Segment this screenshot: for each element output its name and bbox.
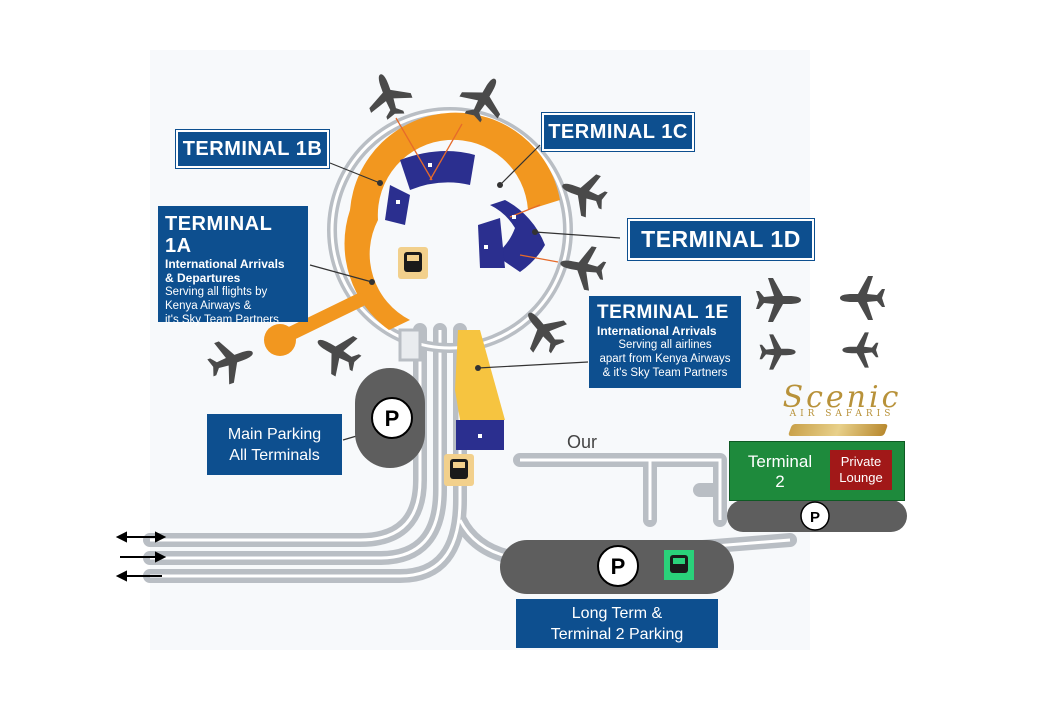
terminal-1a-title: TERMINAL 1A [165, 213, 272, 257]
private-lounge-badge: Private Lounge [830, 450, 892, 490]
long-term-parking-label: Long Term & Terminal 2 Parking [516, 599, 718, 648]
parking-icon [371, 397, 413, 439]
terminal-1d-label: TERMINAL 1D [628, 219, 814, 260]
terminal-1c-label: TERMINAL 1C [542, 113, 694, 151]
terminal-1b-label: TERMINAL 1B [176, 130, 329, 168]
gate-cluster-1b [400, 151, 475, 190]
parking-icon [800, 501, 830, 531]
brand-script: Scenic [782, 380, 902, 415]
terminal-1a-line2: & Departures [165, 271, 241, 285]
brand-sub: AIR SAFARIS [789, 409, 895, 419]
our-label: Our [567, 432, 598, 452]
parking-icon [597, 545, 639, 587]
terminal-1b-title: TERMINAL 1B [182, 137, 323, 160]
terminal-1e-title: TERMINAL 1E [597, 302, 729, 323]
terminal-2-label: Terminal 2 [738, 452, 822, 492]
main-parking-line2: All Terminals [229, 447, 320, 464]
scenic-air-safaris-logo: Scenic AIR SAFARIS [742, 380, 942, 420]
terminal-2-line1: Terminal [747, 452, 813, 471]
main-parking-line1: Main Parking [227, 426, 322, 443]
leader-lines [309, 144, 621, 441]
terminal-1d-building [490, 200, 545, 272]
terminal-1e-desc1: Serving all airlines [618, 339, 712, 351]
terminal-1a-desc1: Serving all flights by [165, 286, 268, 298]
long-term-parking-line2: Terminal 2 Parking [550, 626, 684, 643]
terminal-1e-line1: International Arrivals [597, 324, 717, 338]
long-term-parking-line1: Long Term & [571, 605, 663, 622]
main-parking-label: Main Parking All Terminals [207, 414, 342, 475]
terminal-2-line2: 2 [775, 472, 785, 491]
parking-symbol: P [385, 406, 400, 431]
arrow-icon [115, 531, 167, 582]
terminal-1d-title: TERMINAL 1D [641, 226, 801, 252]
brand-gold-stroke [787, 424, 889, 436]
terminal-1e-desc2: apart from Kenya Airways [599, 353, 731, 365]
parking-symbol: P [611, 554, 626, 579]
terminal-1e-building [455, 330, 505, 420]
terminal-1a-desc2: Kenya Airways & [165, 300, 252, 312]
lounge-line1: Private [840, 454, 882, 469]
parking-symbol: P [810, 509, 820, 526]
terminal-2-building: Terminal 2 Private Lounge [729, 441, 905, 501]
terminal-1a-walkway [281, 293, 367, 342]
terminal-1a-label: TERMINAL 1A International Arrivals & Dep… [158, 206, 308, 326]
terminal-1c-title: TERMINAL 1C [548, 120, 688, 143]
terminal-1e-desc3: & it's Sky Team Partners [602, 367, 728, 379]
terminal-1a-line1: International Arrivals [165, 257, 285, 271]
terminal-1e-label: TERMINAL 1E International Arrivals Servi… [589, 296, 741, 388]
lounge-line2: Lounge [839, 470, 883, 485]
terminal-1a-desc3: it's Sky Team Partners [165, 314, 279, 326]
terminal-1a-satellite [264, 324, 296, 356]
